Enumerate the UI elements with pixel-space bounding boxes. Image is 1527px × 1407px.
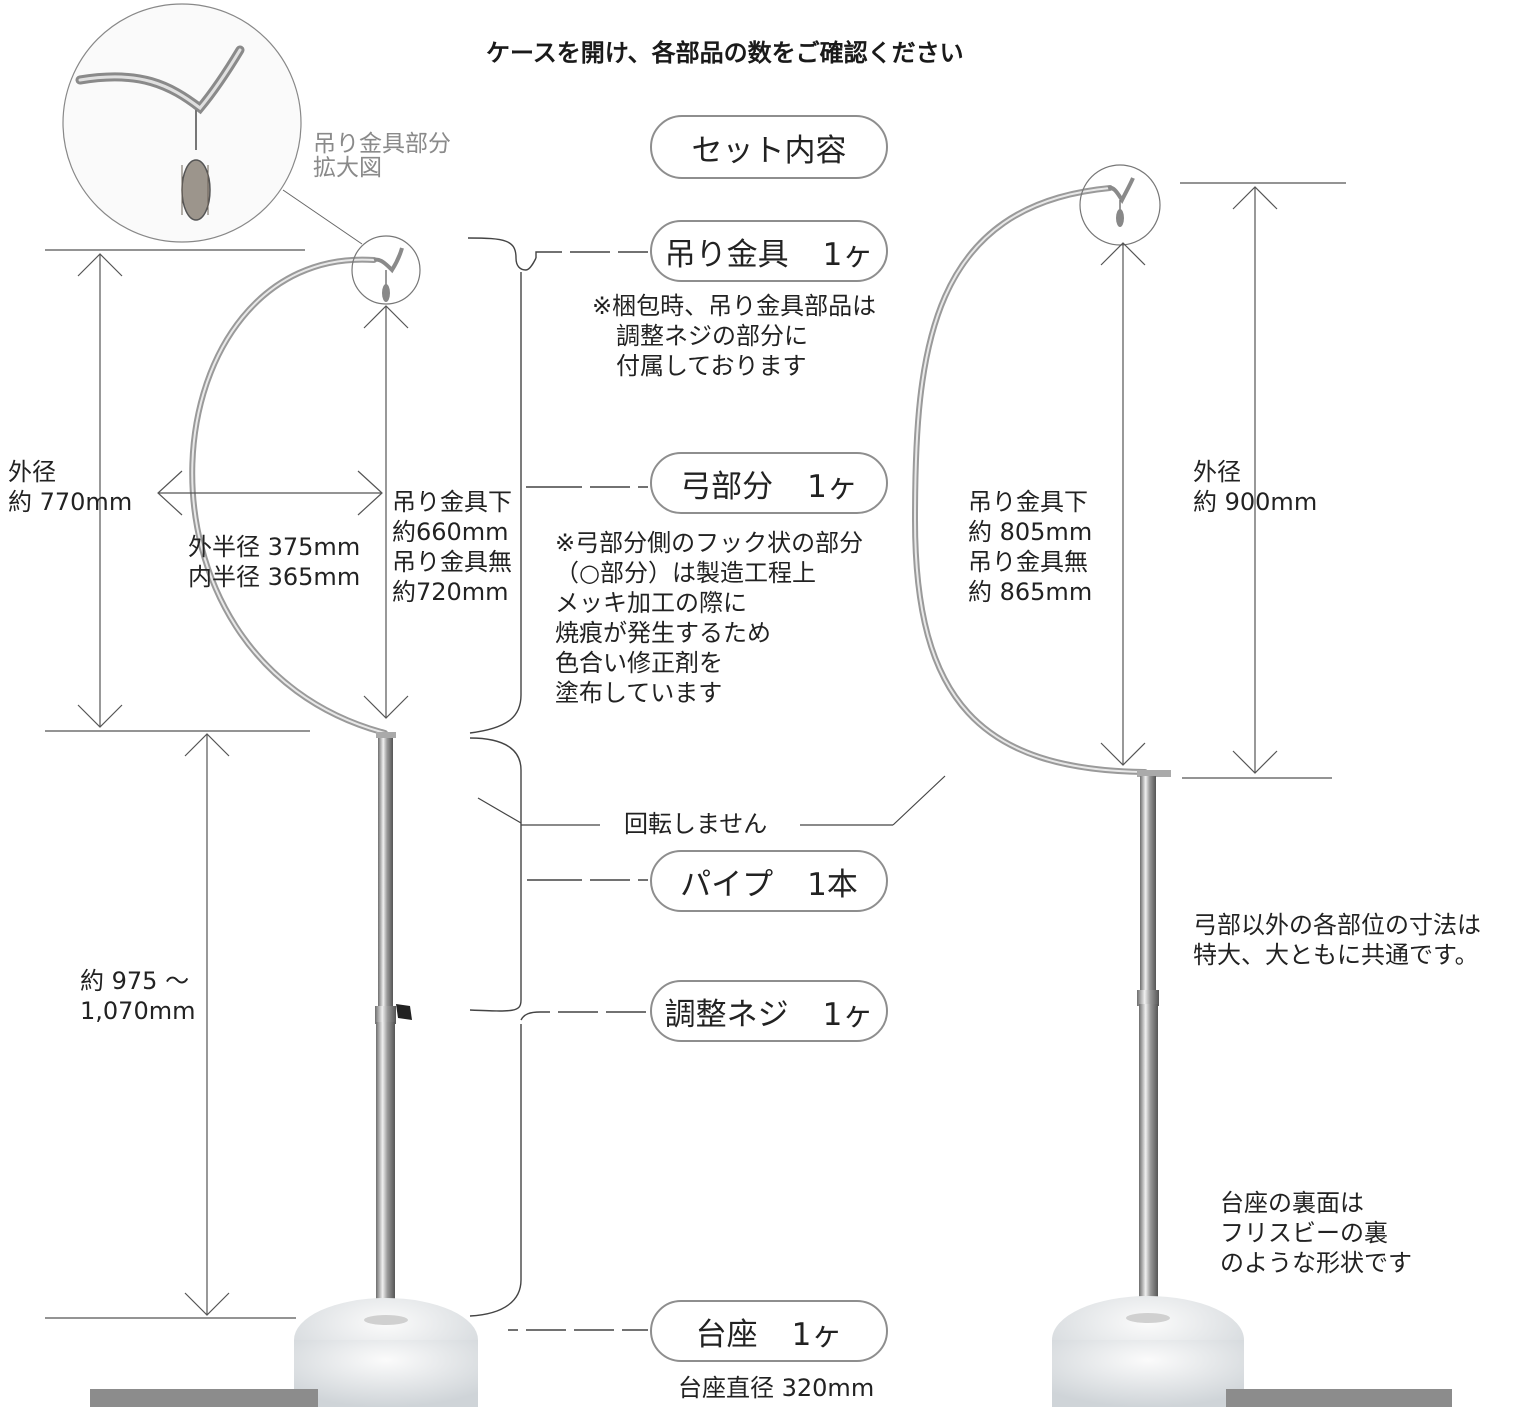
part-pill-pipe: パイプ 1本: [650, 850, 888, 912]
part-pill-screw: 調整ネジ 1ヶ: [650, 980, 888, 1042]
rotation-note: 回転しません: [624, 810, 768, 838]
magnifier-leader: [282, 189, 363, 245]
left-dim-outer-height: [45, 249, 310, 732]
base-underside-note: 台座の裏面は フリスビーの裏 のような形状です: [1220, 1189, 1412, 1277]
right-stand: [911, 164, 1244, 1407]
right-dim-outer-height: [1180, 182, 1346, 779]
right-arc: [911, 185, 1148, 775]
page-title: ケースを開け、各部品の数をご確認ください: [486, 39, 964, 67]
rotation-leaders: [477, 775, 946, 826]
left-arc: [189, 256, 388, 736]
right-pipe-upper: [1140, 776, 1156, 994]
part-count: 1ヶ: [807, 468, 858, 505]
left-pipe-upper: [378, 738, 393, 1010]
left-dim-stand-height: [45, 733, 296, 1319]
set-contents-pill: セット内容: [650, 115, 888, 179]
left-dim-hook-length: [363, 305, 409, 719]
part-name: 弓部分: [680, 468, 774, 505]
part-name: 台座: [695, 1316, 758, 1353]
right-pipe-lower: [1139, 1004, 1158, 1314]
base-diameter: 台座直径 320mm: [678, 1374, 875, 1402]
part-count: 1ヶ: [822, 996, 874, 1033]
left-hook-circle: [351, 235, 421, 305]
right-hook-circle: [1079, 164, 1161, 246]
right-dim-hook-length: [1100, 242, 1146, 766]
part-pill-hook: 吊り金具 1ヶ: [650, 220, 888, 282]
common-dims-note: 弓部以外の各部位の寸法は 特大、大ともに共通です。: [1193, 911, 1481, 969]
hook-note: ※梱包時、吊り金具部品は 調整ネジの部分に 付属しております: [592, 292, 877, 380]
right-product-badge: [1226, 1389, 1452, 1407]
right-hook-length: 吊り金具下 約 805mm 吊り金具無 約 865mm: [968, 488, 1093, 606]
part-name: 吊り金具: [664, 236, 789, 273]
magnifier-caption: 吊り金具部分 拡大図: [313, 131, 451, 182]
part-count: 1ヶ: [791, 1316, 843, 1353]
left-hook-length: 吊り金具下 約660mm 吊り金具無 約720mm: [392, 488, 512, 606]
part-count: 1ヶ: [822, 236, 874, 273]
parts-brace: [467, 237, 572, 1317]
part-name: 調整ネジ: [664, 996, 789, 1033]
part-name: パイプ: [680, 866, 774, 903]
right-outer-diameter: 外径 約 900mm: [1193, 458, 1318, 516]
left-stand: [62, 3, 478, 1407]
part-pill-bow: 弓部分 1ヶ: [650, 452, 888, 514]
magnifier-circle: [62, 3, 302, 243]
left-stand-height: 約 975 ～ 1,070mm: [80, 967, 196, 1025]
left-dim-radius: [157, 470, 383, 516]
leader-dashes: [508, 251, 648, 1331]
magnifier-ornament: [181, 159, 211, 221]
bow-note: ※弓部分側のフック状の部分 （○部分）は製造工程上 メッキ加工の際に 焼痕が発生…: [555, 529, 864, 707]
part-count: 1本: [807, 866, 858, 903]
left-product-badge: [90, 1389, 318, 1407]
left-outer-diameter: 外径 約 770mm: [8, 458, 133, 516]
part-pill-base: 台座 1ヶ: [650, 1300, 888, 1362]
left-radius: 外半径 375mm 内半径 365mm: [188, 533, 361, 591]
left-pipe-lower: [376, 1022, 395, 1322]
set-contents-label: セット内容: [691, 132, 847, 169]
